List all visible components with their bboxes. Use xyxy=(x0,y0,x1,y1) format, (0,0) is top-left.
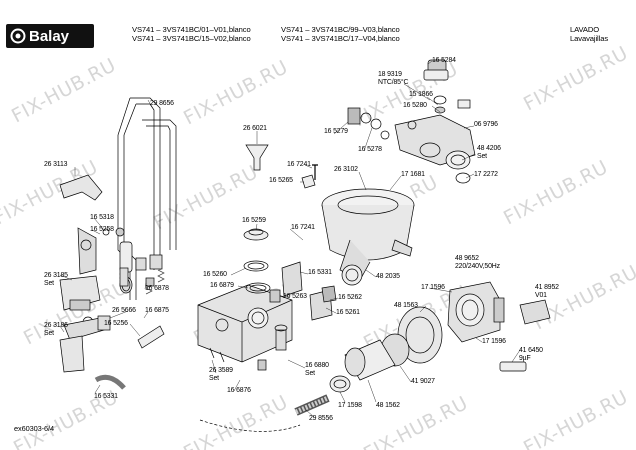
part-label-16-5262: 16 5262 xyxy=(338,294,362,301)
part-label-16-5284: 16 5284 xyxy=(432,57,456,64)
part-label-48-1563: 48 1563 xyxy=(394,302,418,309)
part-label-16-5318: 16 5318 xyxy=(90,214,114,221)
part-label-16-5331-a: 16 5331 xyxy=(308,269,332,276)
part-label-17-1596-b: 17 1596 xyxy=(482,338,506,345)
part-label-16-6879: 16 6879 xyxy=(210,282,234,289)
seal-rings xyxy=(243,228,337,371)
part-label-16-5261: 16 5261 xyxy=(336,309,360,316)
part-label-16-6880: 16 6880 Set xyxy=(305,362,329,377)
part-label-29-8656: 29 8656 xyxy=(150,100,174,107)
part-label-48-2035: 48 2035 xyxy=(376,273,400,280)
drain-pump xyxy=(329,306,443,393)
leader-lines xyxy=(59,60,521,418)
brand-name: Balay xyxy=(29,28,70,45)
part-label-17-1681: 17 1681 xyxy=(401,171,425,178)
dispenser-small-parts xyxy=(59,227,165,390)
part-label-41-8952: 41 8952 V01 xyxy=(535,284,559,299)
bracket-part xyxy=(59,174,103,201)
screw-part xyxy=(312,164,318,180)
part-label-26-3185: 26 3185 Set xyxy=(44,272,68,287)
part-label-41-9027: 41 9027 xyxy=(411,378,435,385)
part-label-16-5331-b: 16 5331 xyxy=(94,393,118,400)
part-label-16-5256: 16 5256 xyxy=(104,320,128,327)
part-label-16-5260: 16 5260 xyxy=(203,271,227,278)
part-label-16-5279: 16 5279 xyxy=(324,128,348,135)
part-label-18-9319: 18 9319 NTC/85°C xyxy=(378,71,409,86)
part-label-16-6876: 16 6876 xyxy=(227,387,251,394)
model-line-4: VS741 – 3VS741BC/17–V04,blanco xyxy=(281,34,400,43)
part-label-48-1562: 48 1562 xyxy=(376,402,400,409)
part-label-06-9796: 06 9796 xyxy=(474,121,498,128)
part-label-17-1596-a: 17 1596 xyxy=(421,284,445,291)
part-label-26-3186: 26 3186 Set xyxy=(44,322,68,337)
part-label-15-1866: 15 1866 xyxy=(409,91,433,98)
part-label-16-7241-a: 16 7241 xyxy=(287,161,311,168)
part-label-48-9652: 48 9652 220/240V,50Hz xyxy=(455,255,500,270)
softener-box xyxy=(197,284,293,363)
base-outline xyxy=(199,419,301,432)
part-label-16-5259: 16 5259 xyxy=(242,217,266,224)
part-label-26-6021: 26 6021 xyxy=(243,125,267,132)
capacitor xyxy=(499,361,527,372)
heater-assembly xyxy=(347,59,476,184)
part-label-17-1598: 17 1598 xyxy=(338,402,362,409)
footer-code: ex60303-6/4 xyxy=(14,424,54,433)
part-label-16-5263: 16 5263 xyxy=(283,293,307,300)
part-label-26-3102: 26 3102 xyxy=(334,166,358,173)
category-title: LAVADO xyxy=(570,25,600,34)
part-label-26-3589: 26 3589 Set xyxy=(209,367,233,382)
terminal-box xyxy=(519,299,551,325)
model-line-2: VS741 – 3VS741BC/15–V02,blanco xyxy=(132,34,251,43)
part-label-16-5265: 16 5265 xyxy=(269,177,293,184)
sump-part xyxy=(321,188,415,286)
part-label-16-7241-b: 16 7241 xyxy=(291,224,315,231)
part-label-26-3113: 26 3113 xyxy=(44,161,68,168)
funnel-part xyxy=(245,144,269,171)
part-label-17-2272: 17 2272 xyxy=(474,171,498,178)
model-line-3: VS741 – 3VS741BC/99–V03,blanco xyxy=(281,25,400,34)
part-label-29-8556: 29 8556 xyxy=(309,415,333,422)
part-label-16-6875: 16 6875 xyxy=(145,307,169,314)
balay-logo: Balay xyxy=(6,24,94,48)
part-label-16-6878: 16 6878 xyxy=(145,285,169,292)
part-label-16-5278: 16 5278 xyxy=(358,146,382,153)
part-label-16-5258: 16 5258 xyxy=(90,226,114,233)
part-label-26-5666: 26 5666 xyxy=(112,307,136,314)
part-label-41-6450: 41 6450 9µF xyxy=(519,347,543,362)
category-subtitle: Lavavajillas xyxy=(570,34,609,43)
circulation-motor xyxy=(447,281,505,343)
part-label-16-5280: 16 5280 xyxy=(403,102,427,109)
part-label-48-4206: 48 4206 Set xyxy=(477,145,501,160)
model-line-1: VS741 – 3VS741BC/01–V01,blanco xyxy=(132,25,251,34)
